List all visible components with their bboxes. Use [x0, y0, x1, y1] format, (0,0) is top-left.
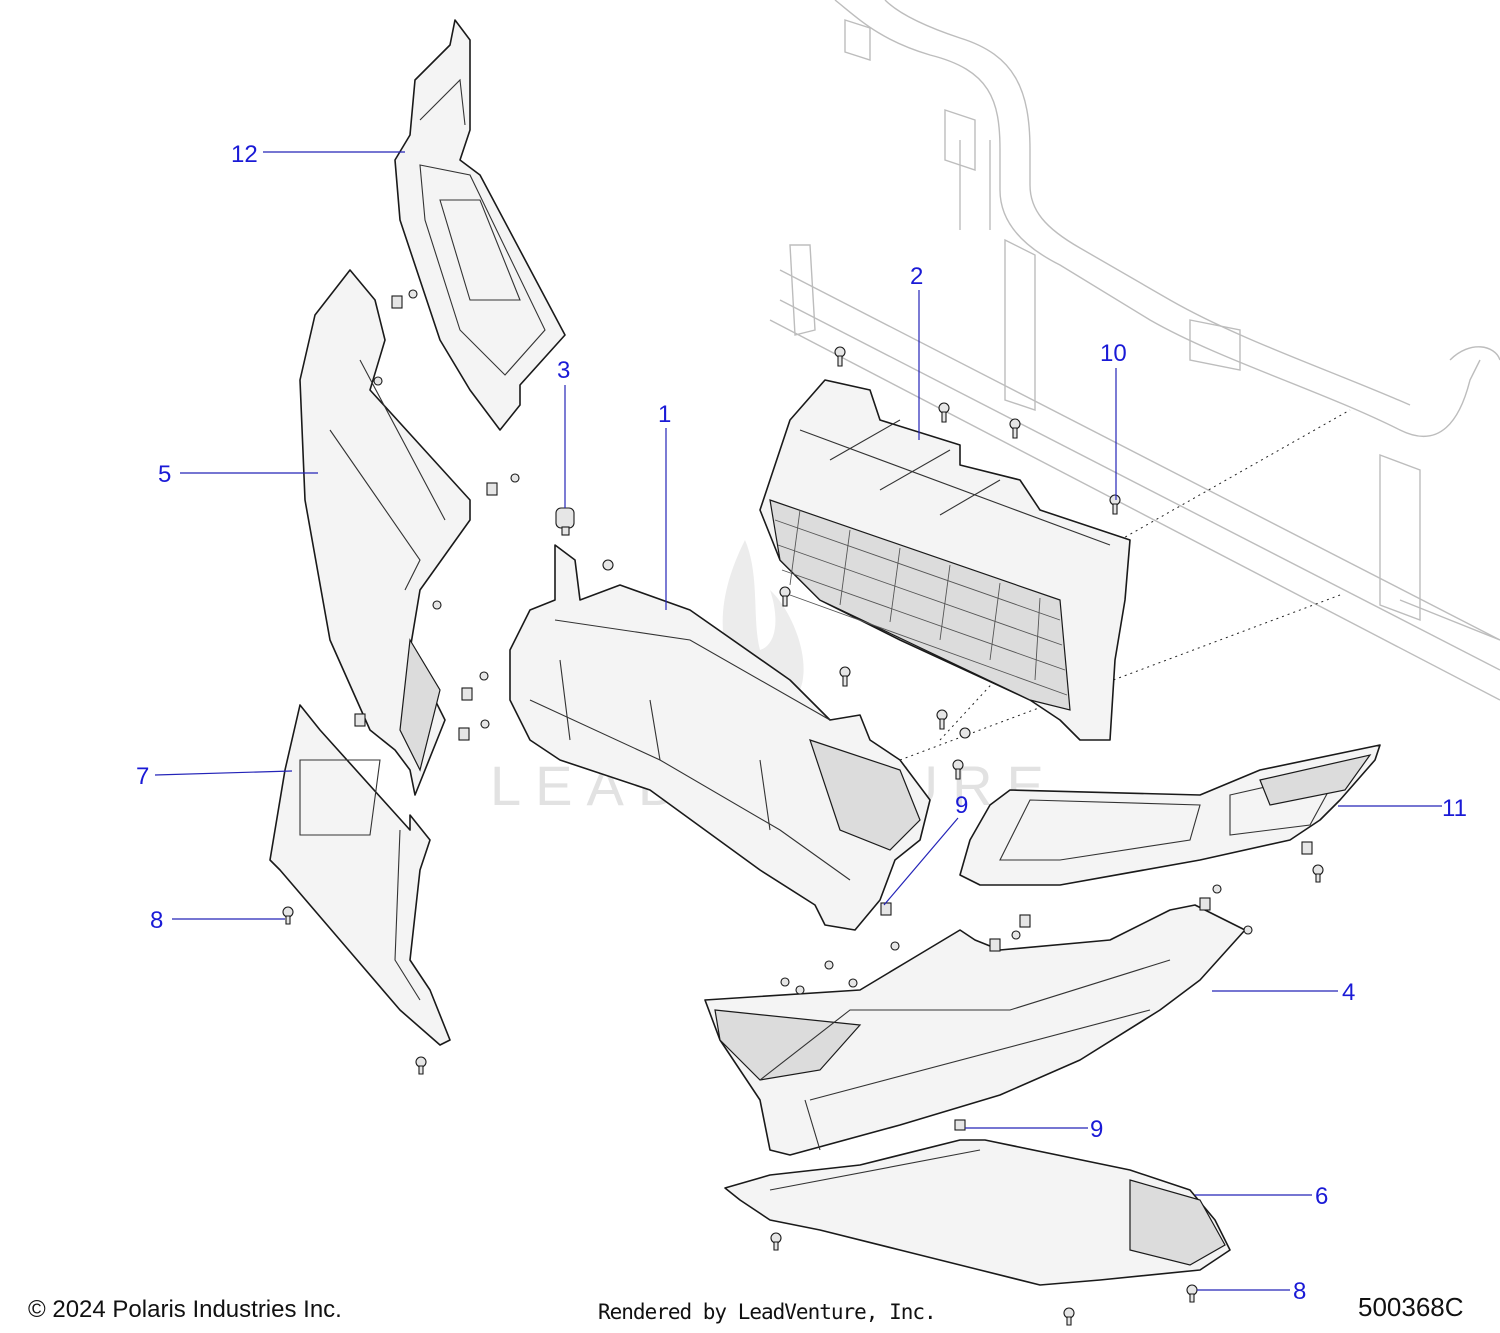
callout-9-lower[interactable]: 9	[1090, 1116, 1103, 1143]
callout-4[interactable]: 4	[1342, 979, 1355, 1006]
part-6-skid-panel[interactable]	[724, 1139, 1231, 1286]
callout-5[interactable]: 5	[158, 461, 171, 488]
callout-8-right[interactable]: 8	[1293, 1278, 1306, 1305]
rendered-by-credit: Rendered by LeadVenture, Inc.	[598, 1300, 937, 1324]
part-4-lower-bumper[interactable]	[704, 904, 1246, 1156]
alignment-line-upper	[1119, 409, 1351, 541]
grille-mesh	[774, 509, 1068, 696]
callout-7[interactable]: 7	[136, 763, 149, 790]
fastener-push-rivet	[282, 289, 1324, 1326]
vehicle-frame	[769, 0, 1500, 701]
part-2-grille[interactable]	[759, 379, 1131, 741]
leader-7	[154, 770, 293, 776]
callout-9-upper[interactable]: 9	[955, 792, 968, 819]
callout-8-left[interactable]: 8	[150, 907, 163, 934]
part-1-center-housing[interactable]	[509, 544, 931, 931]
callouts: 12 5 3 1 2 10 7 8 9 11 4 9 6 8	[136, 141, 1467, 1305]
callout-11[interactable]: 11	[1442, 795, 1467, 822]
part-3-bumper-stop[interactable]	[555, 507, 575, 536]
callout-3[interactable]: 3	[557, 357, 570, 384]
fasteners	[282, 289, 1324, 1326]
alignment-line-lower	[899, 594, 1341, 761]
part-12-upper-side-panel[interactable]	[394, 19, 566, 431]
part-11-front-panel[interactable]	[959, 744, 1381, 886]
fastener-speed-nut	[354, 295, 1313, 1131]
callout-12[interactable]: 12	[231, 141, 258, 168]
leader-lines	[154, 151, 1442, 1291]
part-5-side-panel[interactable]	[299, 269, 471, 796]
callout-6[interactable]: 6	[1315, 1183, 1328, 1210]
callout-2[interactable]: 2	[910, 263, 923, 290]
diagram-id: 500368C	[1358, 1292, 1464, 1322]
copyright-notice: © 2024 Polaris Industries Inc.	[28, 1296, 342, 1323]
leader-9a	[883, 817, 959, 906]
callout-10[interactable]: 10	[1100, 340, 1127, 367]
part-7-lower-side-panel[interactable]	[269, 704, 451, 1046]
callout-1[interactable]: 1	[658, 401, 671, 428]
